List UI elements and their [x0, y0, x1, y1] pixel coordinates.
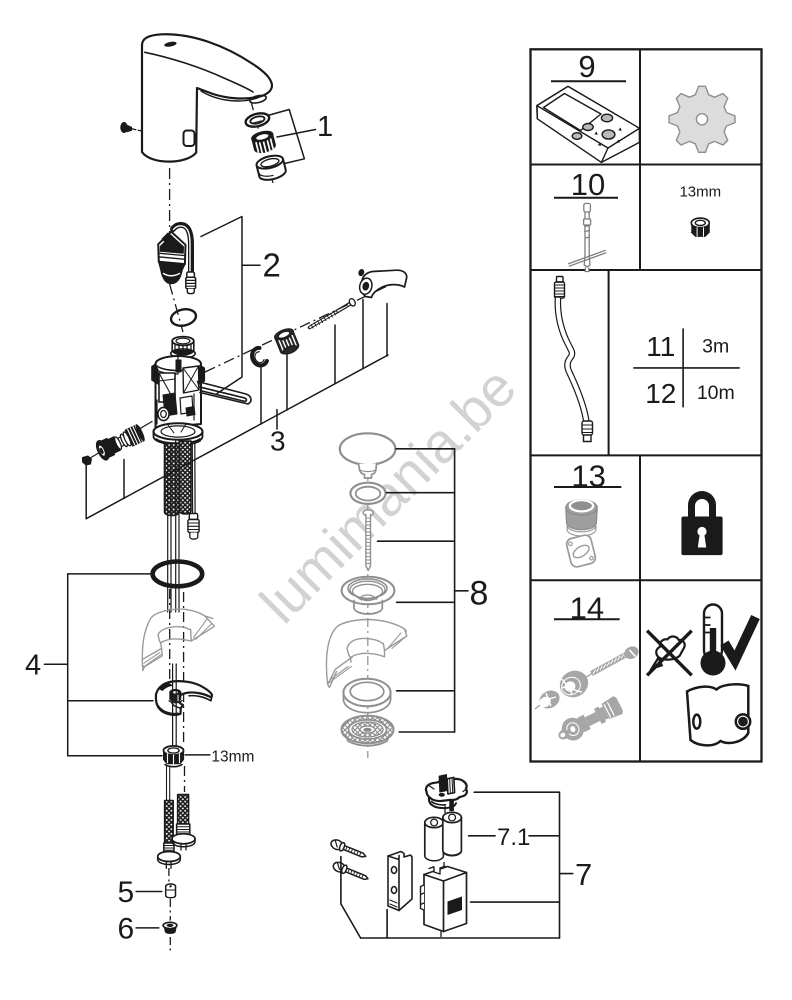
svg-text:13mm: 13mm	[679, 184, 721, 201]
svg-text:8: 8	[470, 575, 489, 613]
svg-text:5: 5	[118, 876, 135, 909]
svg-text:13: 13	[571, 459, 605, 494]
svg-text:7.1: 7.1	[497, 824, 530, 851]
svg-text:6: 6	[118, 913, 135, 946]
svg-text:12: 12	[645, 378, 676, 409]
svg-text:9: 9	[578, 49, 595, 84]
svg-text:13mm: 13mm	[211, 749, 254, 766]
svg-text:14: 14	[570, 591, 604, 626]
svg-text:10m: 10m	[697, 382, 735, 404]
svg-text:7: 7	[575, 857, 592, 892]
svg-text:2: 2	[263, 247, 281, 284]
svg-text:4: 4	[25, 650, 41, 682]
svg-text:10: 10	[571, 167, 605, 202]
svg-text:3m: 3m	[702, 336, 729, 358]
svg-text:3: 3	[270, 426, 286, 457]
svg-text:11: 11	[646, 331, 675, 362]
svg-text:1: 1	[317, 111, 333, 143]
